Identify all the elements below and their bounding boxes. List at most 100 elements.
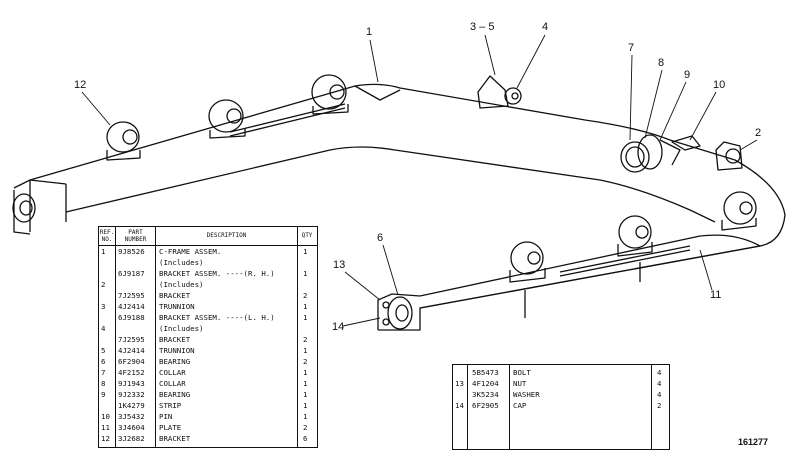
table-row: 5B5473 BOLT 4: [453, 368, 669, 379]
lower-arm: [378, 214, 786, 331]
qty-cell: 1: [303, 368, 308, 377]
bearing-bracket-lower-b: [617, 215, 653, 257]
part-number-cell: 3K5234: [472, 390, 499, 399]
part-number-cell: 9J1943: [118, 379, 145, 388]
description-cell: PIN: [159, 412, 173, 421]
description-cell: BRACKET ASSEM. ----(R. H.): [159, 269, 275, 278]
part-number-cell: 3J4604: [118, 423, 145, 432]
upper-arm: [13, 83, 786, 216]
description-cell: (Includes): [159, 324, 204, 333]
callout-12: 12: [74, 79, 87, 91]
description-cell: STRIP: [159, 401, 182, 410]
callout-10: 10: [713, 79, 726, 91]
end-cap-upper: [12, 193, 36, 223]
table-row: 9 9J2332 BEARING 1: [99, 390, 317, 401]
part-number-cell: 4F1204: [472, 379, 499, 388]
ref-cell: 8: [101, 379, 106, 388]
part-number-cell: 4F2152: [118, 368, 145, 377]
callout-1: 1: [366, 26, 373, 38]
callout-7: 7: [628, 42, 635, 54]
description-cell: BRACKET: [159, 434, 191, 443]
header-description: DESCRIPTION: [206, 232, 247, 239]
callout-14: 14: [332, 321, 345, 333]
part-number-cell: 7J2595: [118, 291, 145, 300]
description-cell: CAP: [513, 401, 527, 410]
callout-11: 11: [710, 289, 722, 301]
table-header: REF. NO. PART NUMBER DESCRIPTION QTY: [99, 227, 317, 246]
description-cell: TRUNNION: [159, 346, 195, 355]
ref-cell: 9: [101, 390, 106, 399]
part-number-cell: 1K4279: [118, 401, 145, 410]
ref-cell: 12: [101, 434, 110, 443]
part-number-cell: 6F2905: [472, 401, 499, 410]
qty-cell: 4: [657, 368, 662, 377]
qty-cell: 4: [657, 379, 662, 388]
pin-10: [671, 135, 701, 151]
callout-2: 2: [755, 127, 762, 139]
bearing-bracket-12c: [311, 74, 349, 115]
qty-cell: 4: [657, 390, 662, 399]
part-number-cell: 6J9187: [118, 269, 145, 278]
table-row: 3K5234 WASHER 4: [453, 390, 669, 401]
end-cap-lower: [382, 296, 413, 330]
part-number-cell: 5B5473: [472, 368, 499, 377]
ref-cell: 10: [101, 412, 110, 421]
ref-cell: 14: [455, 401, 464, 410]
trunnion-bracket: [477, 75, 522, 109]
table-row: 2(Includes): [99, 280, 317, 291]
description-cell: BEARING: [159, 357, 191, 366]
ref-cell: 7: [101, 368, 106, 377]
description-cell: TRUNNION: [159, 302, 195, 311]
bearing-bracket-12b: [208, 99, 246, 139]
description-cell: (Includes): [159, 258, 204, 267]
qty-cell: 1: [303, 412, 308, 421]
description-cell: WASHER: [513, 390, 540, 399]
qty-cell: 2: [303, 335, 308, 344]
ref-cell: 11: [101, 423, 110, 432]
qty-cell: 2: [303, 423, 308, 432]
description-cell: BRACKET: [159, 291, 191, 300]
qty-cell: 1: [303, 379, 308, 388]
description-cell: NUT: [513, 379, 527, 388]
qty-cell: 1: [303, 247, 308, 256]
bracket-2: [715, 141, 743, 171]
part-number-cell: 4J2414: [118, 302, 145, 311]
callout-3-5: 3 – 5: [470, 21, 495, 33]
qty-cell: 2: [303, 357, 308, 366]
bearing-bracket-lower-a: [509, 241, 546, 283]
description-cell: BOLT: [513, 368, 531, 377]
description-cell: BRACKET ASSEM. ----(L. H.): [159, 313, 275, 322]
callout-9: 9: [684, 69, 691, 81]
part-number-cell: 9J8526: [118, 247, 145, 256]
description-cell: PLATE: [159, 423, 182, 432]
header-part-number: PART NUMBER: [124, 229, 147, 243]
qty-cell: 6: [303, 434, 308, 443]
table-row: 7J2595 BRACKET 2: [99, 291, 317, 302]
qty-cell: 2: [303, 291, 308, 300]
qty-cell: 1: [303, 390, 308, 399]
part-number-cell: 4J2414: [118, 346, 145, 355]
table-row: 8 9J1943 COLLAR 1: [99, 379, 317, 390]
ref-cell: 3: [101, 302, 106, 311]
part-number-cell: 9J2332: [118, 390, 145, 399]
part-number-cell: 3J2682: [118, 434, 145, 443]
description-cell: BEARING: [159, 390, 191, 399]
description-cell: COLLAR: [159, 379, 186, 388]
bearing-collar-assembly: [620, 134, 681, 173]
table-row: 4(Includes): [99, 324, 317, 335]
qty-cell: 1: [303, 302, 308, 311]
ref-cell: 1: [101, 247, 106, 256]
callout-4: 4: [542, 21, 549, 33]
table-row: 11 3J4604 PLATE 2: [99, 423, 317, 434]
ref-cell: 6: [101, 357, 106, 366]
drawing-number: 161277: [738, 437, 769, 447]
parts-table-left: REF. NO. PART NUMBER DESCRIPTION QTY 1 9J…: [98, 226, 318, 448]
qty-cell: 2: [657, 401, 662, 410]
